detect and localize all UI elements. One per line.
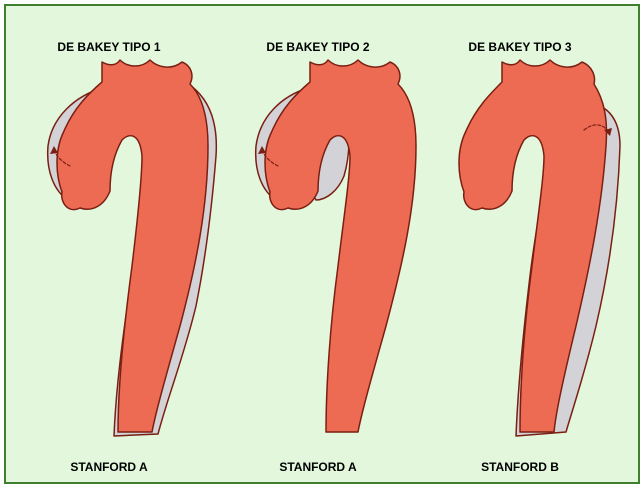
panel-caption: STANFORD B — [430, 460, 610, 474]
panel-title: DE BAKEY TIPO 3 — [430, 40, 610, 54]
panel-title: DE BAKEY TIPO 2 — [228, 40, 408, 54]
diagram-frame: DE BAKEY TIPO 1 STANFORD A DE BAKEY TIPO… — [4, 4, 640, 484]
panel-debakey-2: DE BAKEY TIPO 2 STANFORD A — [216, 6, 426, 482]
panel-debakey-3: DE BAKEY TIPO 3 STANFORD B — [426, 6, 636, 482]
panel-caption: STANFORD A — [228, 460, 408, 474]
panel-title: DE BAKEY TIPO 1 — [29, 40, 189, 54]
panel-debakey-1: DE BAKEY TIPO 1 STANFORD A — [6, 6, 216, 482]
panel-caption: STANFORD A — [29, 460, 189, 474]
